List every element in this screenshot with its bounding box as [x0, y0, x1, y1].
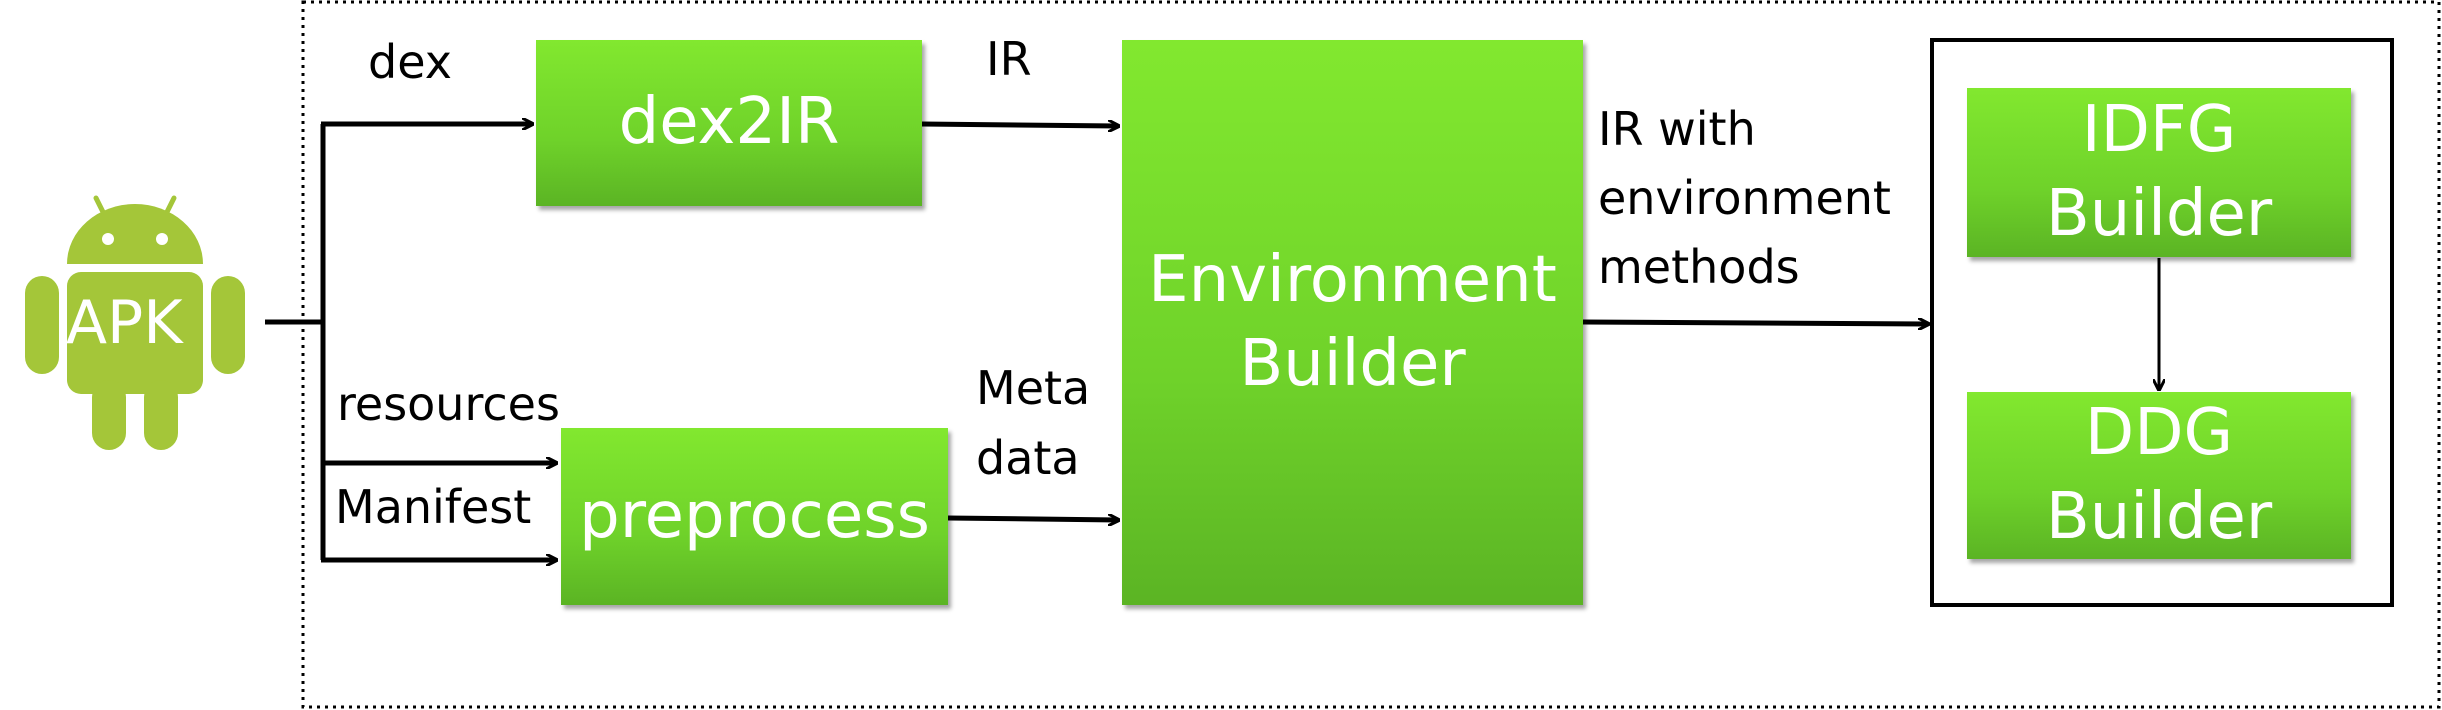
manifest-label: Manifest	[335, 480, 532, 534]
ir-with-env-arrow	[1582, 322, 1928, 324]
dex2ir-box: dex2IR	[536, 40, 922, 206]
analysis-boundary	[301, 0, 2441, 709]
preprocess-box: preprocess	[561, 428, 948, 605]
resources-label: resources	[337, 377, 560, 431]
ir-arrow	[921, 124, 1118, 126]
meta-data-label: Meta data	[976, 361, 1091, 485]
dex-label: dex	[368, 35, 452, 89]
environment-builder-box: Environment Builder	[1122, 40, 1583, 605]
ir-label: IR	[986, 32, 1032, 86]
graph-builders-container	[1930, 38, 2394, 607]
apk-label: APK	[66, 288, 183, 358]
android-robot-icon	[25, 195, 245, 450]
ddg-builder-box: DDG Builder	[1967, 392, 2351, 559]
meta-data-arrow	[947, 518, 1118, 520]
ir-with-environment-label: IR with environment methods	[1598, 102, 1891, 294]
idfg-builder-box: IDFG Builder	[1967, 88, 2351, 257]
